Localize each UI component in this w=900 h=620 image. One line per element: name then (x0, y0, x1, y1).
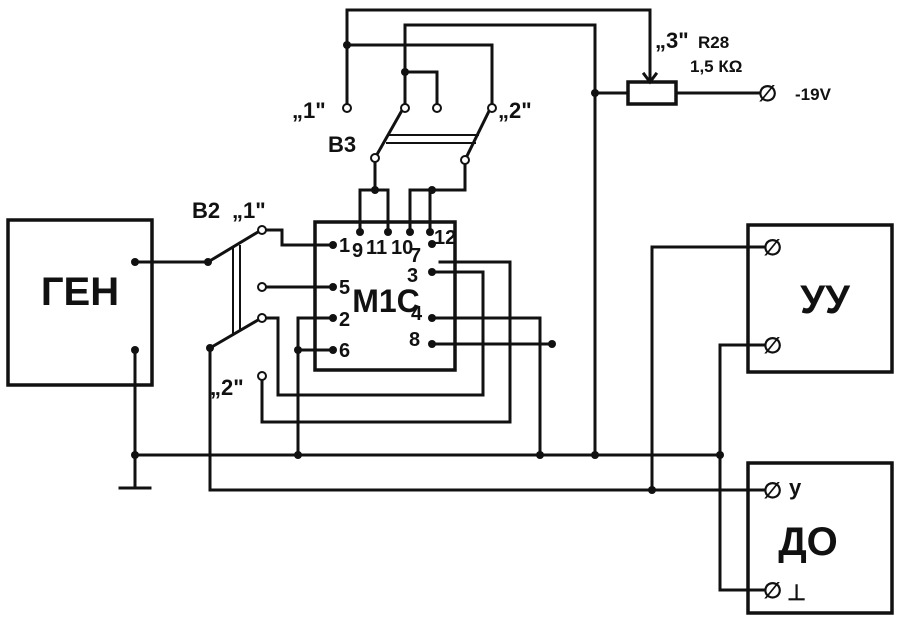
oscilloscope-block (746, 461, 894, 615)
switch-b3-label: B3 (328, 132, 356, 157)
resistor-wiper (641, 68, 659, 85)
relay-pin-labels: 1 9 11 10 12 7 3 5 2 4 6 8 (339, 227, 456, 362)
amplifier-input-terminal[interactable]: ∅ (763, 235, 782, 260)
pin-9-label: 9 (352, 240, 363, 262)
amplifier-block (746, 223, 894, 374)
switch-b2-pos2-label: „2" (210, 375, 244, 400)
pin-1-label: 1 (339, 235, 350, 257)
pin-6-label: 6 (339, 340, 350, 362)
amplifier-label: УУ (800, 278, 851, 322)
pin-7-label: 7 (410, 245, 421, 267)
switch-b2-pos1-label: „1" (232, 198, 266, 223)
pin-10-label: 10 (391, 237, 413, 259)
pin-3-label: 3 (407, 265, 418, 287)
resistor-name-label: R28 (698, 33, 729, 52)
scope-ground-terminal[interactable]: ∅ (763, 578, 782, 603)
relay-label: М1С (352, 283, 420, 319)
amplifier-ground-terminal[interactable]: ∅ (763, 333, 782, 358)
pin-5-label: 5 (339, 277, 350, 299)
oscilloscope-label: ДО (778, 520, 838, 564)
switch-b2-label: B2 (192, 198, 220, 223)
switch-b3-pos1-label: „1" (292, 98, 326, 123)
pin-4-label: 4 (411, 303, 423, 325)
scope-y-terminal[interactable]: ∅ (763, 478, 782, 503)
resistor-r28 (626, 80, 678, 106)
resistor-value-label: 1,5 КΩ (690, 57, 742, 76)
generator-block (6, 218, 154, 387)
switch-b3-pos2-label: „2" (498, 98, 532, 123)
scope-ground-label: ⊥ (787, 580, 806, 605)
wiring (118, 8, 767, 592)
switch-b3[interactable] (372, 102, 495, 163)
resistor-tap-label: „3" (655, 28, 689, 53)
pin-2-label: 2 (339, 309, 350, 331)
contact-circles (257, 103, 497, 381)
switch-b2[interactable] (205, 229, 261, 351)
generator-label: ГЕН (41, 270, 119, 314)
pin-8-label: 8 (409, 329, 420, 351)
supply-voltage-label: -19V (795, 85, 832, 104)
supply-terminal[interactable]: ∅ (758, 81, 777, 106)
pin-11-label: 11 (366, 237, 387, 259)
junction-dots (131, 41, 724, 494)
scope-y-label: у (789, 475, 802, 500)
pin-12-label: 12 (434, 227, 456, 249)
